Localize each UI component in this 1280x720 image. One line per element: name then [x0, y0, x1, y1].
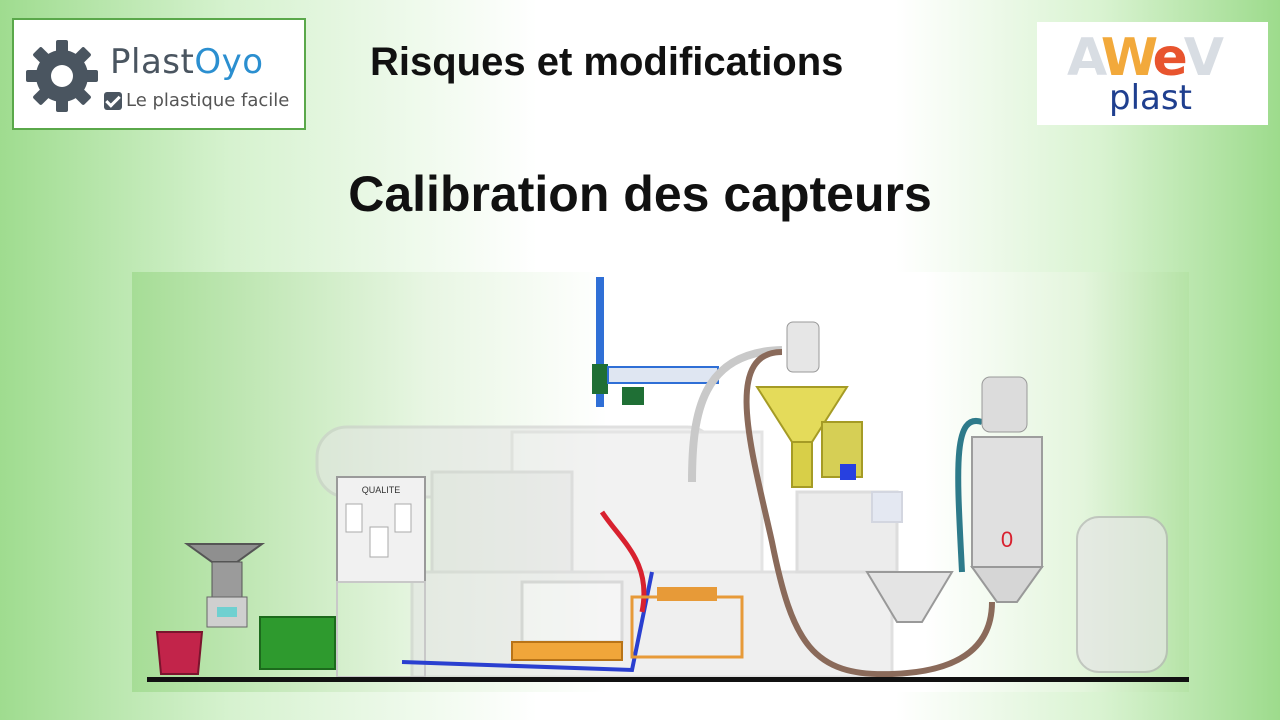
funnel: [865, 571, 954, 623]
quality-cabinet: QUALITE: [336, 476, 426, 678]
gear-icon: [26, 40, 98, 112]
svg-text:0: 0: [1001, 527, 1013, 552]
plast-wordmark: plast: [1109, 78, 1192, 118]
conveyor: [511, 587, 744, 661]
green-container: [259, 616, 336, 670]
brand-name: PlastOyo: [110, 42, 264, 82]
robot-arm: [592, 277, 719, 407]
floor-line: [147, 677, 1189, 682]
awev-wordmark: AWeV: [1067, 28, 1224, 88]
barrels: [1076, 516, 1168, 673]
subtitle: Risques et modifications: [370, 40, 844, 84]
injection-press-silhouette: [315, 425, 903, 679]
red-bin: [155, 631, 204, 675]
checkbox-icon: [104, 91, 122, 110]
quality-label: QUALITE: [362, 485, 401, 495]
hoses: [401, 346, 995, 678]
brand-tagline: Le plastique facile: [104, 90, 289, 111]
production-line-illustration: QUALITE: [132, 272, 1189, 692]
grinder: [183, 543, 266, 628]
awev-plast-logo: AWeV plast: [1037, 22, 1268, 125]
dryer: 0: [970, 376, 1044, 603]
hopper-loader: [755, 321, 863, 488]
page-title: Calibration des capteurs: [348, 166, 932, 222]
plastoyo-logo: PlastOyo Le plastique facile: [12, 18, 306, 130]
